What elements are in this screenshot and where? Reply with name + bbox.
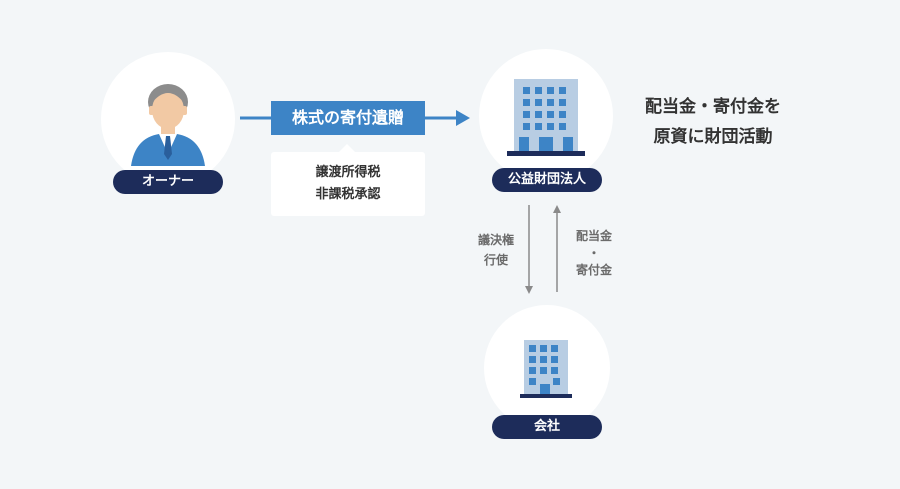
company-building-icon bbox=[520, 340, 572, 398]
building-icon bbox=[507, 79, 585, 156]
foundation-activity-line-2: 原資に財団活動 bbox=[653, 127, 773, 147]
dividend-line-3: 寄付金 bbox=[575, 263, 612, 277]
voting-rights-line-2: 行使 bbox=[483, 253, 508, 267]
voting-rights-text: 議決権 行使 bbox=[470, 230, 522, 270]
foundation-label: 公益財団法人 bbox=[492, 168, 602, 192]
dividend-text: 配当金 ・ 寄付金 bbox=[568, 228, 620, 279]
down-arrow-head bbox=[525, 286, 533, 294]
transfer-label: 株式の寄付遺贈 bbox=[271, 101, 425, 135]
note-pointer bbox=[339, 144, 355, 152]
tax-note-line-2: 非課税承認 bbox=[315, 187, 381, 202]
foundation-circle bbox=[479, 49, 613, 183]
tax-note-line-1: 譲渡所得税 bbox=[315, 165, 381, 180]
up-arrow-head bbox=[553, 205, 561, 213]
company-circle bbox=[484, 305, 610, 431]
owner-label: オーナー bbox=[113, 170, 223, 194]
voting-rights-line-1: 議決権 bbox=[477, 233, 514, 247]
foundation-activity-text: 配当金・寄付金を 原資に財団活動 bbox=[628, 92, 798, 152]
tax-note: 譲渡所得税 非課税承認 bbox=[271, 152, 425, 216]
transfer-arrow-head bbox=[456, 110, 470, 126]
company-label: 会社 bbox=[492, 415, 602, 439]
businessman-icon bbox=[131, 84, 205, 166]
owner-circle bbox=[101, 52, 235, 186]
foundation-activity-line-1: 配当金・寄付金を bbox=[645, 97, 781, 117]
dividend-line-1: 配当金 bbox=[575, 229, 612, 243]
dividend-line-2: ・ bbox=[587, 246, 600, 260]
